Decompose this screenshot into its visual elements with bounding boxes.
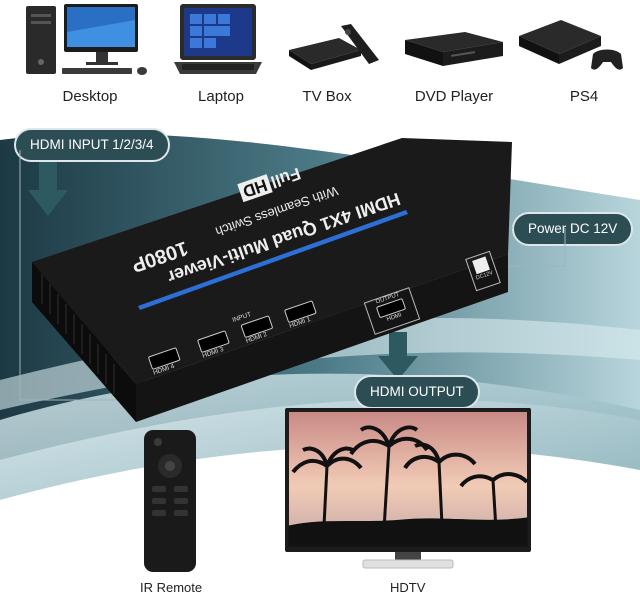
ir-remote-label: IR Remote: [140, 580, 203, 595]
hdtv-label: HDTV: [390, 580, 426, 595]
device-label-laptop: Laptop: [198, 88, 244, 105]
down-arrow-icon: [378, 332, 418, 380]
device-label-dvd: DVD Player: [414, 88, 494, 105]
game-console-icon: [519, 20, 623, 70]
multiviewer-device: [32, 138, 512, 422]
hdtv-icon: [285, 408, 531, 569]
desktop-computer-icon: [26, 4, 147, 75]
ir-remote-icon: [144, 430, 196, 572]
hd-text: HD: [237, 174, 273, 203]
tv-box-icon: [289, 24, 379, 70]
hdmi-input-label: HDMI INPUT 1/2/3/4: [14, 128, 170, 162]
laptop-icon: [174, 4, 262, 74]
dvd-player-icon: [405, 32, 503, 66]
power-label: Power DC 12V: [512, 212, 634, 246]
device-label-tvbox: TV Box: [302, 88, 352, 105]
down-arrow-icon: [28, 162, 68, 216]
input-leader-line: [19, 150, 140, 401]
device-label-desktop: Desktop: [62, 88, 118, 105]
device-label-ps4: PS4: [569, 88, 599, 105]
full-text: Full: [268, 163, 303, 192]
